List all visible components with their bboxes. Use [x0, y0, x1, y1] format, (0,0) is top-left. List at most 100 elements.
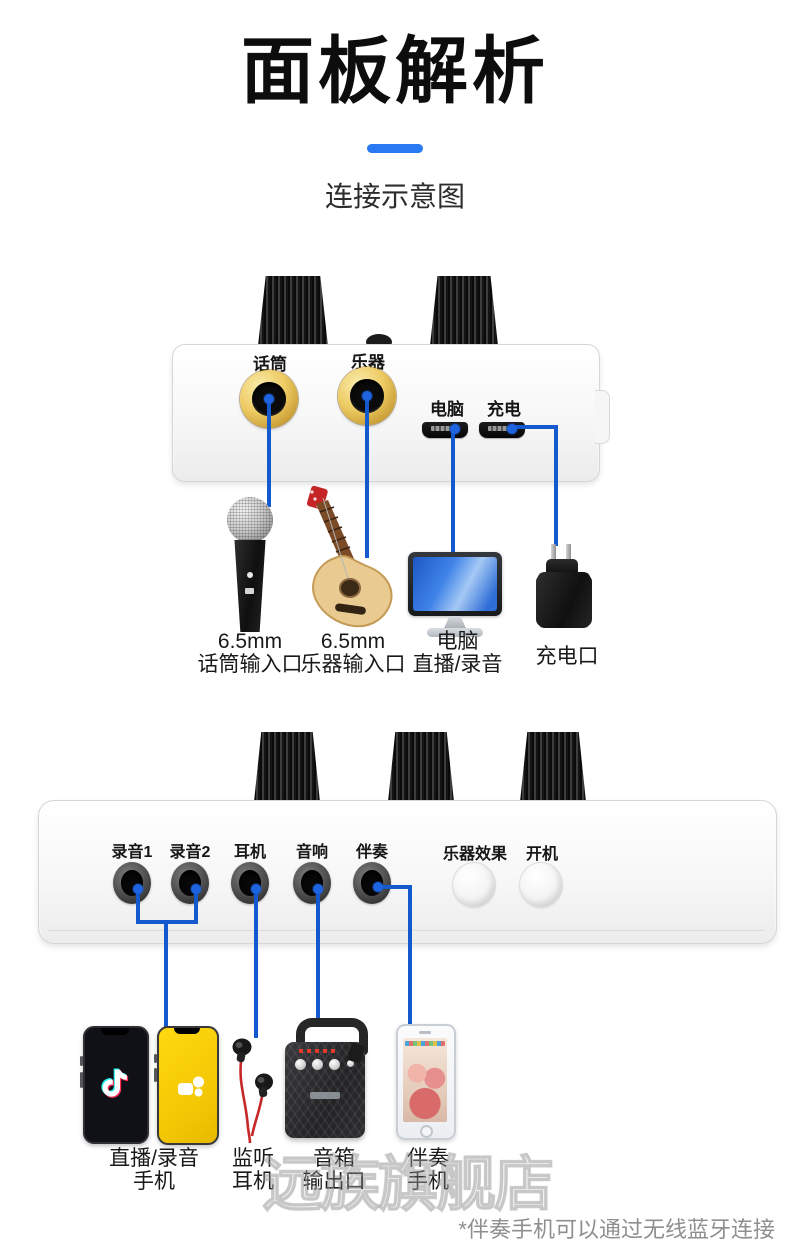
microphone-switch-icon: [245, 588, 254, 594]
jack-rec2: [171, 862, 209, 904]
knob-icon: [388, 732, 454, 802]
knob-icon: [430, 276, 498, 346]
speaker-button: [347, 1060, 354, 1067]
phone-side-button: [154, 1068, 157, 1082]
phone-side-button: [80, 1072, 83, 1088]
usb-slot: [431, 426, 459, 431]
home-button: [420, 1125, 433, 1138]
guitar-icon: [306, 486, 393, 628]
connector-dot: [373, 882, 383, 892]
connector-dot: [313, 884, 323, 894]
caption-line2: 乐器输入口: [300, 653, 406, 676]
jack-label-accompaniment: 伴奏: [355, 844, 388, 861]
caption-line2: 直播/录音: [412, 653, 503, 676]
charger-icon: [546, 559, 578, 574]
speaker-brand-label: [310, 1092, 340, 1099]
page-title: 面板解析: [241, 31, 549, 112]
speaker-knob: [295, 1059, 306, 1070]
connector-line-rec-down: [164, 920, 168, 1028]
instrument-fx-button: [452, 862, 496, 908]
kuaishou-phone-icon: [154, 1026, 219, 1145]
jack-speaker: [293, 862, 331, 904]
caption-line2: 充电口: [535, 645, 599, 668]
computer-icon: [408, 552, 502, 616]
caption-line2: 耳机: [232, 1170, 274, 1193]
computer-stand: [443, 616, 467, 629]
caption-line1: 监听: [232, 1147, 274, 1170]
caption-accompaniment-phone: 伴奏 手机: [388, 1147, 468, 1193]
connector-line-headphone: [254, 889, 258, 1038]
tiktok-logo-icon: [101, 1068, 129, 1098]
microphone-body-icon: [234, 540, 266, 632]
bluetooth-footnote: *伴奏手机可以通过无线蓝牙连接: [458, 1217, 775, 1242]
knob-icon: [258, 276, 328, 346]
microphone-icon: [227, 497, 273, 543]
connector-line-rec1: [136, 889, 140, 923]
caption-line1: 6.5mm: [320, 630, 386, 653]
phone-notch: [174, 1028, 200, 1034]
connector-line-accompaniment-h: [378, 885, 412, 889]
phone-photo-screen: [403, 1038, 447, 1122]
caption-line1: 伴奏: [407, 1147, 449, 1170]
caption-line1: 电脑: [436, 630, 479, 653]
jack-label-headphone: 耳机: [233, 844, 266, 861]
knob-icon: [254, 732, 320, 802]
accompaniment-phone-icon: [396, 1024, 456, 1140]
caption-line2: 手机: [133, 1170, 175, 1193]
connector-line-mic: [267, 399, 271, 507]
caption-live-phone: 直播/录音 手机: [94, 1147, 214, 1193]
connector-dot: [191, 884, 201, 894]
speaker-handle-icon: [296, 1018, 368, 1055]
phone-earpiece: [419, 1031, 431, 1034]
caption-line1: 直播/录音: [109, 1147, 199, 1170]
jack-label-rec1: 录音1: [111, 844, 153, 861]
title-accent-bar: [367, 144, 423, 153]
phone-side-button: [80, 1056, 83, 1066]
caption-line1: 6.5mm: [217, 630, 283, 653]
port-label-mic: 话筒: [253, 355, 287, 374]
caption-monitor-earphones: 监听 耳机: [213, 1147, 293, 1193]
speaker-led-display: [299, 1049, 337, 1053]
jack-label-speaker: 音响: [295, 844, 328, 861]
jack-accompaniment: [353, 862, 391, 904]
connector-line-rec2: [194, 889, 198, 923]
caption-instrument-input: 6.5mm 乐器输入口: [288, 630, 418, 676]
section-subtitle: 连接示意图: [324, 181, 465, 212]
port-label-computer: 电脑: [430, 400, 464, 419]
caption-line1: 音箱: [313, 1147, 355, 1170]
caption-speaker-output: 音箱 输出口: [279, 1147, 389, 1193]
charger-prong: [566, 544, 571, 561]
speaker-icon: [285, 1042, 366, 1138]
computer-screen: [413, 557, 497, 611]
connector-line-computer: [451, 429, 455, 555]
speaker-corner-mount: [346, 1042, 366, 1064]
microphone-button-icon: [247, 572, 253, 578]
caption-computer: 电脑 直播/录音: [395, 630, 520, 676]
app-icon-row: [405, 1041, 445, 1046]
speaker-knob: [312, 1059, 323, 1070]
connector-dot: [264, 394, 274, 404]
knob-icon: [520, 732, 586, 802]
connector-line-charge-h: [512, 425, 558, 429]
caption-charge-port: 充电口: [508, 645, 626, 668]
connector-dot: [450, 424, 460, 434]
connector-dot: [362, 391, 372, 401]
port-label-charge: 充电: [487, 400, 521, 419]
caption-mic-input: 6.5mm 话筒输入口: [185, 630, 315, 676]
connector-line-charge-v: [554, 425, 558, 546]
side-knob-protrusion: [595, 390, 610, 444]
kuaishou-logo-icon: [178, 1076, 204, 1097]
live-phone-icon: [80, 1026, 149, 1144]
button-label-instrument-fx: 乐器效果: [442, 846, 507, 863]
panel-crease: [48, 930, 765, 931]
button-label-power: 开机: [525, 846, 558, 863]
computer-stand-base: [427, 628, 483, 637]
connector-line-speaker: [316, 889, 320, 1020]
usb-slot: [488, 426, 516, 431]
jack-rec1: [113, 862, 151, 904]
caption-line2: 话筒输入口: [197, 653, 303, 676]
connector-dot: [133, 884, 143, 894]
usb-port-computer: [422, 422, 468, 438]
charger-prong: [551, 544, 556, 561]
